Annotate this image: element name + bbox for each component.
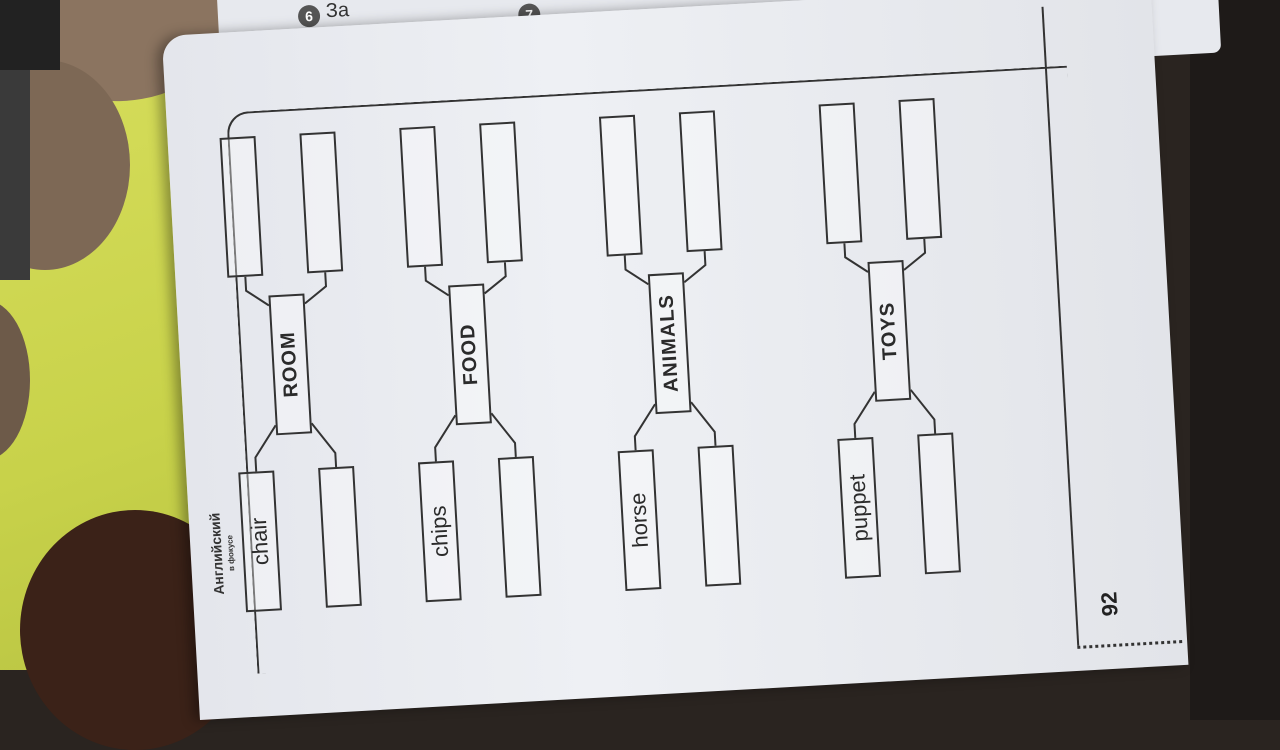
connector-line — [434, 414, 457, 462]
example-word-box-text: chair — [245, 516, 274, 566]
connector-line — [310, 422, 338, 468]
category-food: FOOD — [448, 283, 492, 426]
connector-lines — [244, 238, 937, 472]
connector-line — [424, 266, 450, 297]
example-word-box-text: chips — [425, 505, 454, 558]
category-toys: TOYS — [867, 260, 912, 402]
connector-line — [304, 272, 328, 305]
example-word-box-text: horse — [625, 492, 654, 549]
connector-line — [843, 243, 869, 273]
connector-line — [909, 389, 937, 434]
category-animals-text: ANIMALS — [655, 293, 683, 393]
category-room: ROOM — [268, 293, 313, 436]
connector-line — [623, 255, 649, 286]
facing-page-text: За — [325, 0, 350, 23]
category-room-text: ROOM — [276, 330, 303, 399]
background-object — [0, 70, 30, 280]
connector-line — [690, 401, 717, 446]
connector-line — [633, 403, 656, 451]
category-toys-text: TOYS — [876, 301, 902, 361]
exercise-number-6: 6 — [297, 4, 321, 28]
category-animals: ANIMALS — [647, 272, 692, 415]
connector-line — [853, 391, 876, 439]
connector-line — [244, 276, 270, 307]
connector-line — [490, 412, 517, 458]
connector-line — [254, 424, 277, 472]
category-food-text: FOOD — [456, 322, 483, 386]
connector-line — [683, 251, 707, 284]
background-shadow — [1190, 0, 1280, 720]
connector-line — [903, 238, 927, 271]
connector-line — [484, 262, 507, 295]
background-object — [0, 0, 60, 70]
example-word-box-text: puppet — [844, 473, 874, 543]
